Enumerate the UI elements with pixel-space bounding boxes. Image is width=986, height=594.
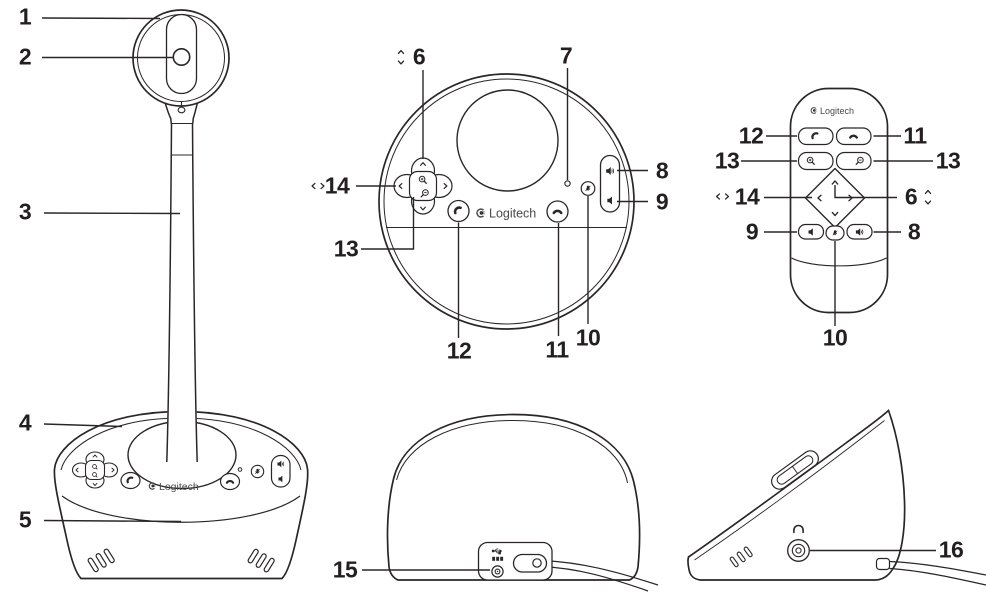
remote-control-view: Logitech [715, 87, 933, 326]
side-cable [875, 557, 986, 586]
speaker-base-top-view: Logitech [311, 49, 648, 338]
leader-3 [43, 212, 181, 215]
leader-4 [43, 423, 123, 428]
leader-13 [361, 197, 415, 250]
tilt-arrows-icon [397, 49, 405, 55]
callout-13-remote-left: 13 [714, 147, 740, 174]
logitech-wordmark: Logitech [489, 207, 536, 221]
camera-control-pad-front [71, 451, 119, 489]
callout-16: 16 [938, 536, 964, 563]
headphone-icon [793, 524, 804, 534]
side-volume-rocker [771, 450, 819, 490]
speaker-base-side-view [687, 409, 986, 586]
remote-answer-button [797, 127, 834, 146]
speaker-base-rear-view [362, 413, 659, 592]
logitech-logo-front: Logitech [148, 481, 199, 493]
callout-10-top: 10 [575, 324, 601, 351]
tilt-arrows-icon [924, 189, 932, 195]
front-seam [61, 495, 301, 523]
callout-10-remote: 10 [822, 324, 848, 351]
remote-seam [791, 257, 887, 267]
callout-6-top: 6 [412, 43, 426, 70]
remote-zoom-out-button [835, 151, 872, 171]
callout-6-remote: 6 [904, 183, 918, 210]
remote-zoom-in-button [797, 151, 834, 171]
callout-5: 5 [18, 506, 32, 533]
logitech-logo-top: Logitech [476, 207, 536, 221]
led-indicator-front [237, 467, 243, 472]
volume-rocker-top [599, 154, 621, 213]
pan-arrows-icon [320, 182, 325, 190]
usb-port-glyph [492, 556, 504, 561]
logitech-mark-icon [476, 208, 486, 218]
lens-window [165, 13, 198, 95]
side-slant-inner-line [694, 420, 885, 561]
callout-8-top: 8 [655, 157, 669, 184]
callout-1: 1 [18, 3, 32, 30]
callout-9-top: 9 [655, 188, 669, 215]
base-outline [53, 410, 309, 580]
answer-button-top [447, 199, 470, 223]
camera-mount-hole [456, 89, 559, 192]
speaker-grille-right [247, 548, 275, 573]
speaker-grille-left [87, 548, 115, 573]
logitech-mark-icon [810, 107, 818, 114]
callout-14-top: 14 [324, 172, 350, 199]
pan-arrows-icon [715, 193, 721, 200]
callout-4: 4 [18, 409, 32, 436]
top-callout-leaders [356, 68, 648, 338]
callout-2: 2 [18, 43, 32, 70]
logitech-logo-remote: Logitech [810, 106, 854, 116]
callout-15: 15 [332, 556, 358, 583]
leader-5 [43, 519, 182, 523]
callout-12-remote: 12 [738, 122, 764, 149]
volume-rocker-front [270, 454, 291, 488]
callout-11-top: 11 [545, 336, 569, 363]
tilt-arrows-icon [924, 200, 932, 205]
tilt-arrows-icon [397, 60, 405, 65]
leader-1 [41, 17, 161, 20]
answer-button-front [120, 471, 141, 490]
callout-3: 3 [18, 198, 32, 225]
camera-control-pad-top [393, 157, 453, 215]
leader-6 [834, 185, 897, 199]
side-wedge-outline [687, 409, 906, 581]
callout-7-top: 7 [559, 42, 573, 69]
pan-arrows-icon [311, 182, 316, 190]
side-speaker-grille [729, 546, 753, 568]
callout-8-remote: 8 [907, 218, 921, 245]
remote-callout-leaders [741, 135, 933, 326]
rear-dome-inner-line [396, 419, 628, 484]
callout-13-remote-right: 13 [935, 147, 961, 174]
camera-stem [166, 122, 198, 464]
callout-11-remote: 11 [903, 122, 927, 149]
callout-13-top: 13 [333, 235, 359, 262]
callout-14-remote: 14 [734, 183, 760, 210]
rear-dome-outline [386, 413, 641, 581]
headphone-jack [787, 539, 810, 562]
camera-head [132, 9, 230, 124]
front-callout-leaders [41, 17, 182, 523]
cable-grommet [532, 558, 542, 568]
front-assembly-view: Logitech [41, 9, 309, 580]
remote-body [789, 87, 889, 314]
callout-9-remote: 9 [745, 218, 759, 245]
cable [540, 559, 659, 592]
logitech-wordmark: Logitech [820, 106, 854, 116]
led-indicator-top [564, 180, 571, 187]
speaker-base-front: Logitech [53, 410, 309, 580]
logitech-wordmark: Logitech [159, 481, 199, 493]
callout-12-top: 12 [446, 337, 472, 364]
tilt-hinge [177, 101, 186, 114]
power-jack [491, 565, 504, 578]
pan-arrows-icon [724, 193, 730, 200]
